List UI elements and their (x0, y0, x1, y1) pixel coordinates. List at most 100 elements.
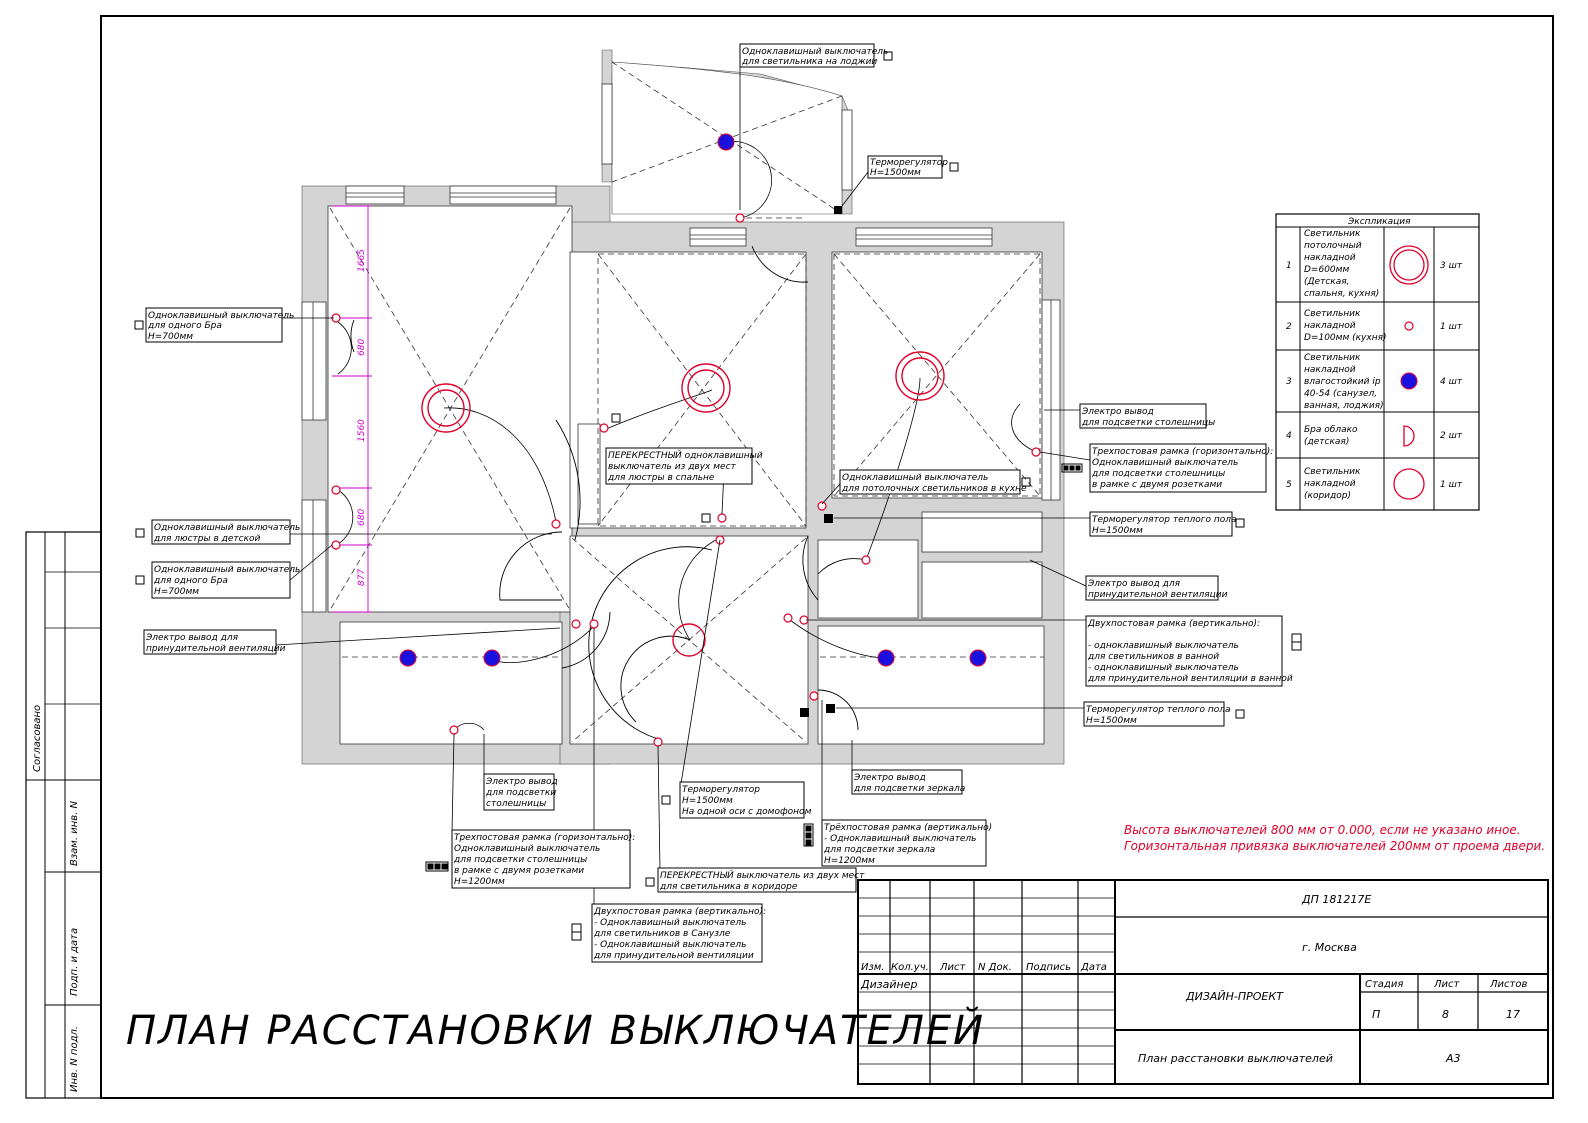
dim-3: 1560 (357, 419, 367, 442)
svg-text:для подсветки столешницы: для подсветки столешницы (453, 855, 587, 865)
svg-text:H=1500мм: H=1500мм (1092, 526, 1143, 536)
svg-text:для одного Бра: для одного Бра (153, 576, 228, 586)
double-frame-icon (1291, 633, 1302, 651)
stage-value: П (1372, 1008, 1380, 1021)
callout-cross-corridor: ПЕРЕКРЕСТНЫЙ выключатель из двух мест дл… (657, 867, 865, 893)
svg-text:спальня, кухня): спальня, кухня) (1304, 289, 1379, 299)
checkbox-icon (883, 51, 893, 61)
svg-text:1 шт: 1 шт (1440, 480, 1463, 490)
dim-5: 877 (357, 569, 367, 586)
svg-text:Одноклавишный выключатель: Одноклавишный выключатель (154, 523, 300, 533)
svg-text:Одноклавишный выключатель: Одноклавишный выключатель (1092, 458, 1238, 468)
callout-chandelier-kids: Одноклавишный выключатель для люстры в д… (151, 519, 300, 545)
callout-bra-switch-2: Одноклавишный выключатель для одного Бра… (151, 561, 300, 599)
callout-thermo-door: Терморегулятор H=1500мм На одной оси с д… (679, 781, 812, 819)
svg-text:для подсветки столешницы: для подсветки столешницы (1091, 469, 1225, 479)
title-block (857, 879, 1549, 1085)
svg-text:Терморегулятор: Терморегулятор (870, 158, 948, 168)
triple-frame-icon (803, 823, 814, 847)
checkbox-icon (701, 513, 711, 523)
checkbox-icon (135, 575, 145, 585)
checkbox-icon (949, 162, 959, 172)
svg-text:ПЕРЕКРЕСТНЫЙ одноклавишный: ПЕРЕКРЕСТНЫЙ одноклавишный (608, 449, 763, 461)
svg-text:4: 4 (1286, 431, 1292, 441)
blue-lights (399, 133, 987, 667)
callout-triple-horizontal-left: Трехпостовая рамка (горизонтально): Одно… (451, 829, 635, 889)
svg-text:Дата: Дата (1080, 962, 1107, 973)
svg-text:На одной оси с домофоном: На одной оси с домофоном (682, 807, 812, 817)
callout-counter-right: Электро вывод для подсветки столешницы (1079, 403, 1215, 429)
callout-vent-right: Электро вывод для принудительной вентиля… (1085, 575, 1228, 601)
checkbox-icon (661, 795, 671, 805)
svg-text:Лист: Лист (1433, 979, 1461, 990)
svg-text:для светильника в коридоре: для светильника в коридоре (659, 882, 798, 892)
callout-bra-switch-1: Одноклавишный выключатель для одного Бра… (145, 307, 294, 343)
svg-text:накладной: накладной (1304, 253, 1356, 263)
svg-text:2 шт: 2 шт (1440, 431, 1463, 441)
svg-text:Электро вывод для: Электро вывод для (1087, 579, 1181, 589)
svg-text:принудительной вентиляции: принудительной вентиляции (146, 644, 286, 654)
svg-text:для подсветки: для подсветки (485, 788, 556, 798)
checkbox-icon (1235, 518, 1245, 528)
callout-cross-bedroom: ПЕРЕКРЕСТНЫЙ одноклавишный выключатель и… (605, 447, 763, 485)
svg-text:ванная, лоджия): ванная, лоджия) (1304, 401, 1384, 411)
checkbox-icon (135, 528, 145, 538)
callout-triple-vertical: Трёхпостовая рамка (вертикально) - Однок… (821, 819, 992, 867)
svg-text:Электро вывод: Электро вывод (853, 773, 926, 783)
socket-frame-icon (425, 861, 449, 872)
svg-text:- Одноклавишный выключатель: - Одноклавишный выключатель (594, 940, 746, 950)
svg-text:Бра облако: Бра облако (1304, 425, 1358, 435)
svg-text:Подпись: Подпись (1026, 962, 1071, 973)
checkbox-icon (1235, 709, 1245, 719)
svg-text:- Одноклавишный выключатель: - Одноклавишный выключатель (824, 834, 976, 844)
callout-floor-thermo-2: Терморегулятор теплого пола H=1500мм (1083, 701, 1231, 727)
note-offset: Горизонтальная привязка выключателей 200… (1124, 839, 1545, 853)
svg-text:для подсветки столешницы: для подсветки столешницы (1081, 418, 1215, 428)
callout-mirror: Электро вывод для подсветки зеркала (851, 769, 965, 795)
svg-text:для одного Бра: для одного Бра (147, 321, 222, 331)
svg-text:3: 3 (1286, 377, 1292, 387)
designer-label: Дизайнер (860, 978, 917, 991)
svg-text:накладной: накладной (1304, 321, 1356, 331)
room-wc (339, 621, 563, 745)
half-circle-icon (1403, 425, 1415, 447)
note-height: Высота выключателей 800 мм от 0.000, есл… (1124, 823, 1521, 837)
svg-text:D=600мм: D=600мм (1304, 265, 1349, 275)
svg-text:Одноклавишный выключатель: Одноклавишный выключатель (842, 473, 988, 483)
svg-text:Трехпостовая рамка (горизонтал: Трехпостовая рамка (горизонтально): (454, 833, 635, 843)
svg-text:выключатель из двух мест: выключатель из двух мест (608, 462, 737, 472)
stamp-orig-no: Инв. N подл. (69, 1026, 80, 1092)
dim-4: 680 (357, 509, 367, 526)
svg-text:влагостойкий ip: влагостойкий ip (1304, 377, 1381, 387)
svg-text:3 шт: 3 шт (1440, 261, 1463, 271)
svg-text:Терморегулятор: Терморегулятор (682, 785, 760, 795)
title-block-text: Изм. Кол.уч. Лист N Док. Подпись Дата Ди… (860, 893, 1527, 1065)
svg-text:для подсветки зеркала: для подсветки зеркала (853, 784, 965, 794)
svg-text:в рамке с двумя розетками: в рамке с двумя розетками (1092, 480, 1222, 490)
callout-loggia-switch: Одноклавишный выключатель для светильник… (739, 43, 888, 68)
svg-text:Двухпостовая рамка (вертикальн: Двухпостовая рамка (вертикально): (593, 907, 766, 917)
svg-text:для потолочных светильников в: для потолочных светильников в кухне (841, 484, 1027, 494)
callout-double-vertical-left: Двухпостовая рамка (вертикально): - Одно… (591, 903, 766, 963)
svg-text:ПЕРЕКРЕСТНЫЙ выключатель из дв: ПЕРЕКРЕСТНЫЙ выключатель из двух мест (660, 869, 865, 881)
sheet-value: 8 (1442, 1008, 1449, 1021)
dim-1: 1665 (357, 249, 367, 272)
svg-text:H=1200мм: H=1200мм (824, 856, 875, 866)
svg-text:1: 1 (1286, 261, 1292, 271)
svg-text:Электро вывод для: Электро вывод для (145, 633, 239, 643)
stamp-sign-date: Подп. и дата (69, 928, 80, 996)
svg-text:N Док.: N Док. (978, 962, 1012, 973)
callout-floor-thermo-1: Терморегулятор теплого пола H=1500мм (1089, 511, 1237, 537)
svg-text:Одноклавишный выключатель: Одноклавишный выключатель (148, 311, 294, 321)
ring-icon (1393, 468, 1425, 500)
callout-triple-right: Трехпостовая рамка (горизонтально): Одно… (1089, 443, 1273, 493)
svg-text:для люстры в спальне: для люстры в спальне (607, 473, 715, 483)
windows (301, 83, 1061, 613)
callout-kitchen-ceiling: Одноклавишный выключатель для потолочных… (839, 469, 1027, 495)
svg-text:Терморегулятор теплого пола: Терморегулятор теплого пола (1086, 705, 1231, 715)
svg-text:Одноклавишный выключатель: Одноклавишный выключатель (454, 844, 600, 854)
svg-text:Одноклавишный выключатель: Одноклавишный выключатель (154, 565, 300, 575)
callout-thermo-loggia: Терморегулятор H=1500мм (867, 155, 948, 179)
callout-counter-bottom: Электро вывод для подсветки столешницы (483, 773, 558, 811)
